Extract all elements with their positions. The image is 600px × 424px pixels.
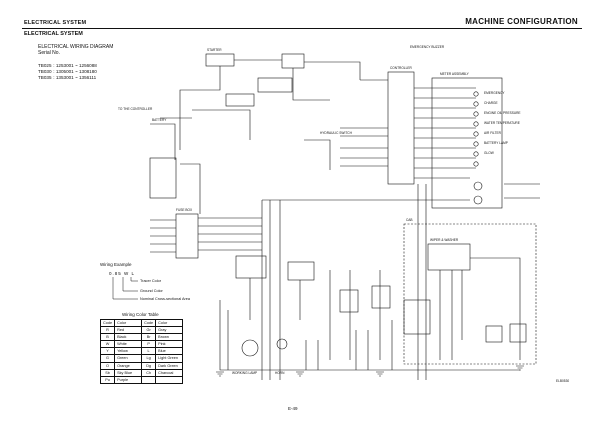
diagram-title: ELECTRICAL WIRING DIAGRAM	[38, 44, 114, 50]
diagram-id: ELB0530	[556, 379, 570, 383]
header-left: ELECTRICAL SYSTEM	[24, 20, 87, 26]
key-switch-block	[149, 157, 177, 199]
horn-label: HORN	[275, 371, 285, 375]
horn-symbol	[276, 338, 288, 350]
wiper-washer-label: WIPER & WASHER	[430, 238, 459, 242]
serial-label: Serial No.	[38, 50, 60, 57]
serial-row: TB025 : 1253001 ~ 1256088	[38, 63, 97, 68]
working-lamp-label: WORKING LAMP	[232, 371, 258, 375]
emergency-buzzer-label: EMERGENCY BUZZER	[410, 45, 445, 49]
serial-row: TB030 : 1305001 ~ 1308180	[38, 69, 97, 74]
working-lamp-symbol	[241, 339, 259, 357]
header-right: MACHINE CONFIGURATION	[465, 17, 578, 26]
hydraulic-switch-label: HYDRAULIC SWITCH	[320, 131, 352, 135]
charge-label: CHARGE	[484, 101, 498, 105]
oil-pressure-label: ENGINE OIL PRESSURE	[484, 111, 521, 115]
page-number: E-49	[288, 406, 298, 411]
cab-fuse	[403, 299, 431, 335]
horn-relay	[287, 261, 315, 281]
wiper-washer-switch	[427, 243, 471, 271]
serial-list: TB025 : 1253001 ~ 1256088 TB030 : 130500…	[38, 63, 97, 81]
switch-b	[371, 285, 391, 309]
color-table-title: Wiring Color Table	[122, 312, 159, 317]
air-heater	[225, 93, 255, 107]
meter-assembly-box	[431, 77, 503, 209]
switch-a	[339, 289, 359, 313]
tracer-color-label: Tracer Color	[140, 279, 161, 283]
cross-section-label: Nominal Cross-sectional Area	[140, 297, 191, 301]
glow-label: GLOW	[484, 151, 494, 155]
meter-lamps	[473, 91, 483, 205]
header-rule	[22, 28, 582, 29]
wiring-example-title: Wiring Example	[100, 262, 132, 267]
battery-lamp-label: BATTERY LAMP	[484, 141, 508, 145]
battery-label: BATTERY	[152, 118, 167, 122]
diagram-title-block: ELECTRICAL WIRING DIAGRAM Serial No.	[38, 44, 113, 57]
cab-label: CAB	[406, 218, 413, 222]
wiring-example-code: 0.85 W L	[109, 271, 136, 276]
cab-box	[403, 223, 537, 365]
section-title: ELECTRICAL SYSTEM	[24, 31, 83, 37]
to-controller-label: TO THE CONTROLLER	[118, 107, 153, 111]
ground-color-label: Ground Color	[140, 289, 163, 293]
controller-label: CONTROLLER	[390, 66, 412, 70]
meter-assembly-label: METER ASSEMBLY	[440, 72, 469, 76]
fuse-box-label: FUSE BOX	[176, 208, 193, 212]
glow-relay	[257, 77, 293, 93]
water-temp-label: WATER TEMPERATURE	[484, 121, 520, 125]
serial-row: TB035 : 1353001 ~ 1356111	[38, 75, 97, 80]
washer-motor	[509, 323, 527, 343]
wiper-motor	[485, 325, 503, 343]
air-filter-label: AIR FILTER	[484, 131, 501, 135]
starter-label: STARTER	[207, 48, 222, 52]
working-lamp-relay	[235, 255, 267, 279]
emergency-label: EMERGENCY	[484, 91, 505, 95]
